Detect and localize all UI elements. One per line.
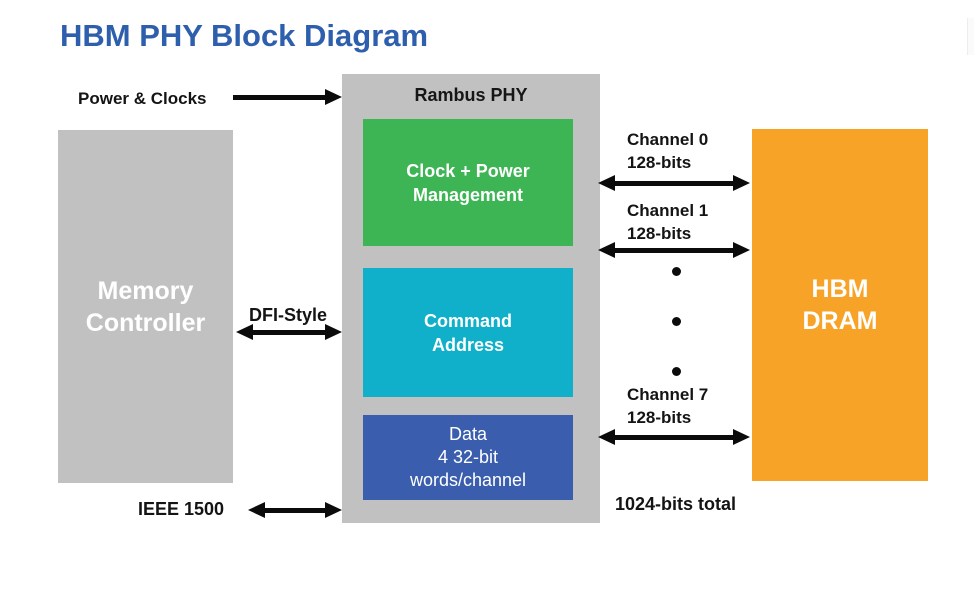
clock-power-management-box: Clock + Power Management [363, 119, 573, 246]
dfi-style-arrow-icon [236, 324, 342, 340]
hbm-dram-box: HBM DRAM [752, 129, 928, 481]
channel-0-arrow-icon [598, 175, 750, 191]
dfi-style-label: DFI-Style [248, 305, 327, 325]
command-address-line2: Address [431, 334, 504, 355]
power-clocks-label: Power & Clocks [78, 89, 207, 108]
channel-7-arrow-icon [598, 429, 750, 445]
clock-power-line1: Clock + Power [406, 160, 530, 181]
channel-1-label: Channel 1 128-bits [627, 199, 708, 245]
channel-0-width: 128-bits [627, 153, 692, 172]
total-bits-label: 1024-bits total [615, 494, 737, 514]
rambus-phy-title: Rambus PHY [414, 85, 528, 105]
hbm-dram-label: HBM DRAM [803, 273, 878, 337]
data-label: Data 4 32-bit words/channel [410, 423, 526, 492]
channel-1-name: Channel 1 [627, 201, 709, 220]
data-line1: Data [448, 424, 487, 444]
command-address-label: Command Address [424, 309, 512, 357]
hbm-dram-line1: HBM [811, 275, 869, 303]
channel-7-label: Channel 7 128-bits [627, 383, 708, 429]
channel-7-width: 128-bits [627, 408, 692, 427]
data-line3: words/channel [409, 470, 527, 490]
memory-controller-label-line2: Controller [85, 308, 206, 337]
ieee-1500-label: IEEE 1500 [138, 499, 225, 519]
channel-ellipsis-dot-icon [672, 317, 681, 326]
hbm-dram-line2: DRAM [802, 307, 878, 335]
memory-controller-box: Memory Controller [58, 130, 233, 483]
channel-ellipsis-dot-icon [672, 267, 681, 276]
channel-1-arrow-icon [598, 242, 750, 258]
channel-1-width: 128-bits [627, 224, 692, 243]
channel-0-label: Channel 0 128-bits [627, 128, 708, 174]
channel-0-name: Channel 0 [627, 130, 709, 149]
clock-power-line2: Management [412, 184, 524, 205]
command-address-box: Command Address [363, 268, 573, 397]
clock-power-management-label: Clock + Power Management [406, 159, 530, 207]
slide-edge-artifact [967, 18, 974, 55]
memory-controller-label-line1: Memory [97, 276, 194, 305]
ieee-1500-arrow-icon [248, 502, 342, 518]
data-line2: 4 32-bit [437, 447, 499, 467]
data-box: Data 4 32-bit words/channel [363, 415, 573, 500]
rambus-phy-box: Rambus PHY Clock + Power Management Comm… [342, 74, 600, 523]
power-clocks-arrow-icon [233, 89, 342, 105]
channel-7-name: Channel 7 [627, 385, 709, 404]
command-address-line1: Command [423, 310, 512, 331]
memory-controller-label: Memory Controller [86, 275, 205, 339]
page-title: HBM PHY Block Diagram [60, 18, 429, 53]
channel-ellipsis-dot-icon [672, 367, 681, 376]
